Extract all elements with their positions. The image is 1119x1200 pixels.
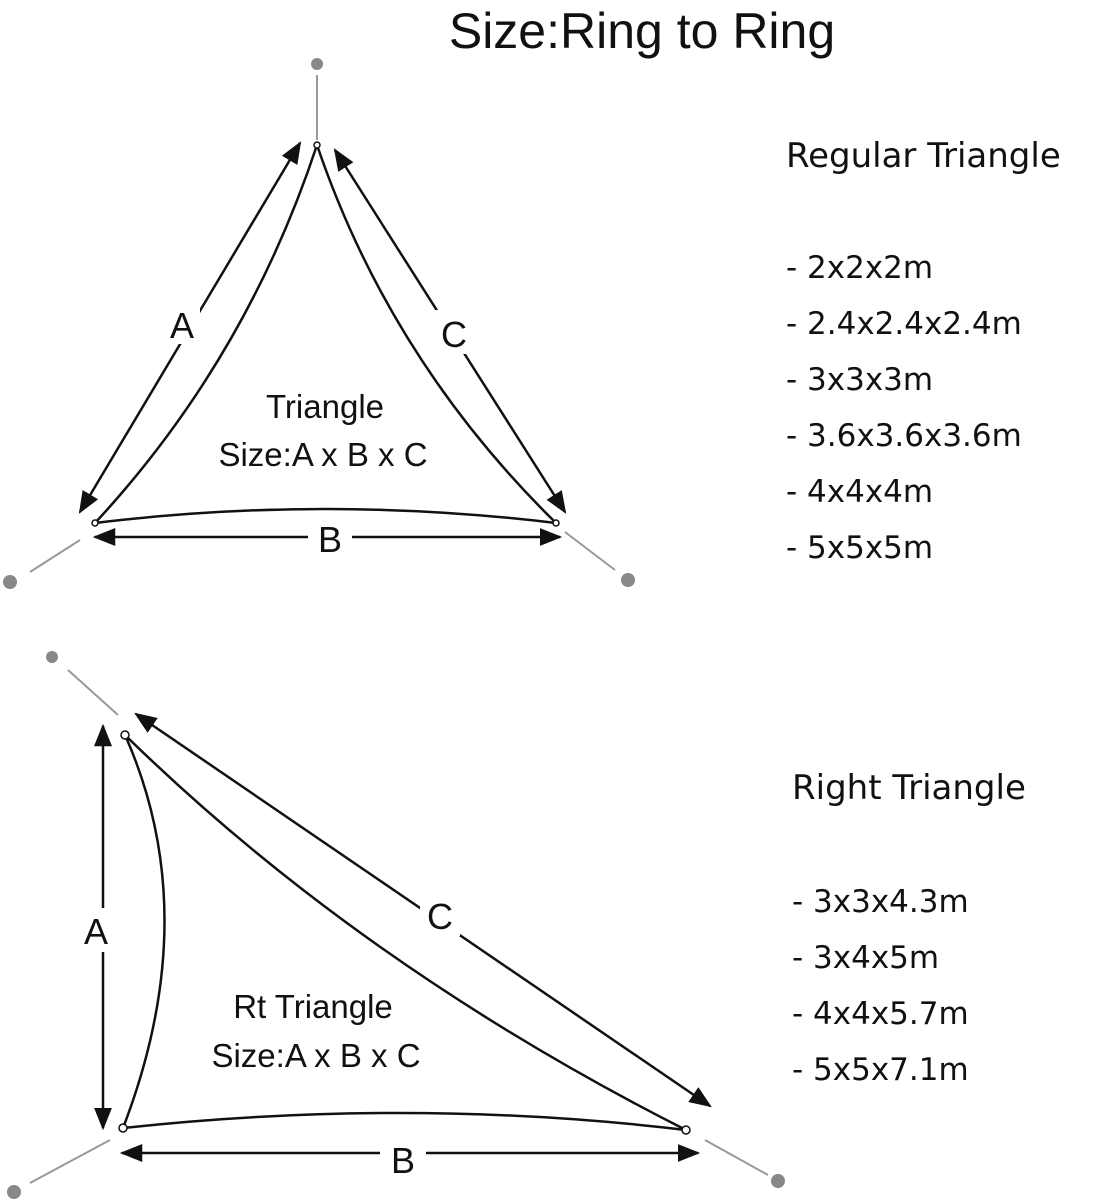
corner-ring — [681, 1125, 691, 1135]
side-label-c: C — [441, 314, 467, 355]
regular-triangle-diagram: A C B Triangle Size:A x B x C — [3, 58, 635, 589]
diagram-size-formula: Size:A x B x C — [218, 436, 427, 473]
corner-ring — [552, 519, 560, 527]
page-title: Size:Ring to Ring — [448, 3, 836, 59]
diagram-name: Rt Triangle — [233, 988, 393, 1025]
list-item: - 4x4x5.7m — [792, 996, 969, 1032]
list-item: - 5x5x5m — [786, 530, 934, 566]
side-label-a: A — [170, 305, 194, 346]
list-item: - 3x3x4.3m — [792, 884, 969, 920]
list-item: - 3.6x3.6x3.6m — [786, 418, 1022, 454]
list-item: - 2x2x2m — [786, 250, 934, 286]
list-item: - 2.4x2.4x2.4m — [786, 306, 1022, 342]
anchor-ring-top — [46, 651, 58, 663]
list-item: - 3x4x5m — [792, 940, 940, 976]
right-triangle-diagram: A C B Rt Triangle Size:A x B x C — [7, 651, 785, 1199]
diagram-size-formula: Size:A x B x C — [211, 1037, 420, 1074]
guy-line-left — [29, 539, 81, 573]
guy-line-right — [564, 531, 616, 571]
list-item: - 5x5x7.1m — [792, 1052, 969, 1088]
list-item: - 4x4x4m — [786, 474, 934, 510]
regular-triangle-heading: Regular Triangle — [786, 136, 1061, 176]
anchor-ring-bottom-left — [7, 1185, 21, 1199]
side-label-a: A — [84, 911, 108, 952]
anchor-ring-right — [621, 573, 635, 587]
corner-ring — [91, 519, 99, 527]
corner-ring — [313, 141, 321, 149]
side-label-b: B — [318, 519, 342, 560]
corner-ring — [118, 1123, 128, 1133]
anchor-ring-left — [3, 575, 17, 589]
side-label-c: C — [427, 896, 453, 937]
guy-line-bottom-left — [29, 1139, 111, 1184]
anchor-ring-top — [311, 58, 323, 70]
right-size-list: - 3x3x4.3m - 3x4x5m - 4x4x5.7m - 5x5x7.1… — [792, 874, 969, 1098]
side-label-b: B — [391, 1140, 415, 1181]
list-item: - 3x3x3m — [786, 362, 934, 398]
guy-line-bottom-right — [704, 1139, 769, 1176]
regular-size-list: - 2x2x2m - 2.4x2.4x2.4m - 3x3x3m - 3.6x3… — [786, 240, 1022, 576]
diagram-name: Triangle — [266, 388, 384, 425]
corner-ring — [120, 730, 130, 740]
anchor-ring-bottom-right — [771, 1174, 785, 1188]
right-triangle-heading: Right Triangle — [792, 768, 1026, 808]
guy-line-top — [67, 669, 119, 716]
